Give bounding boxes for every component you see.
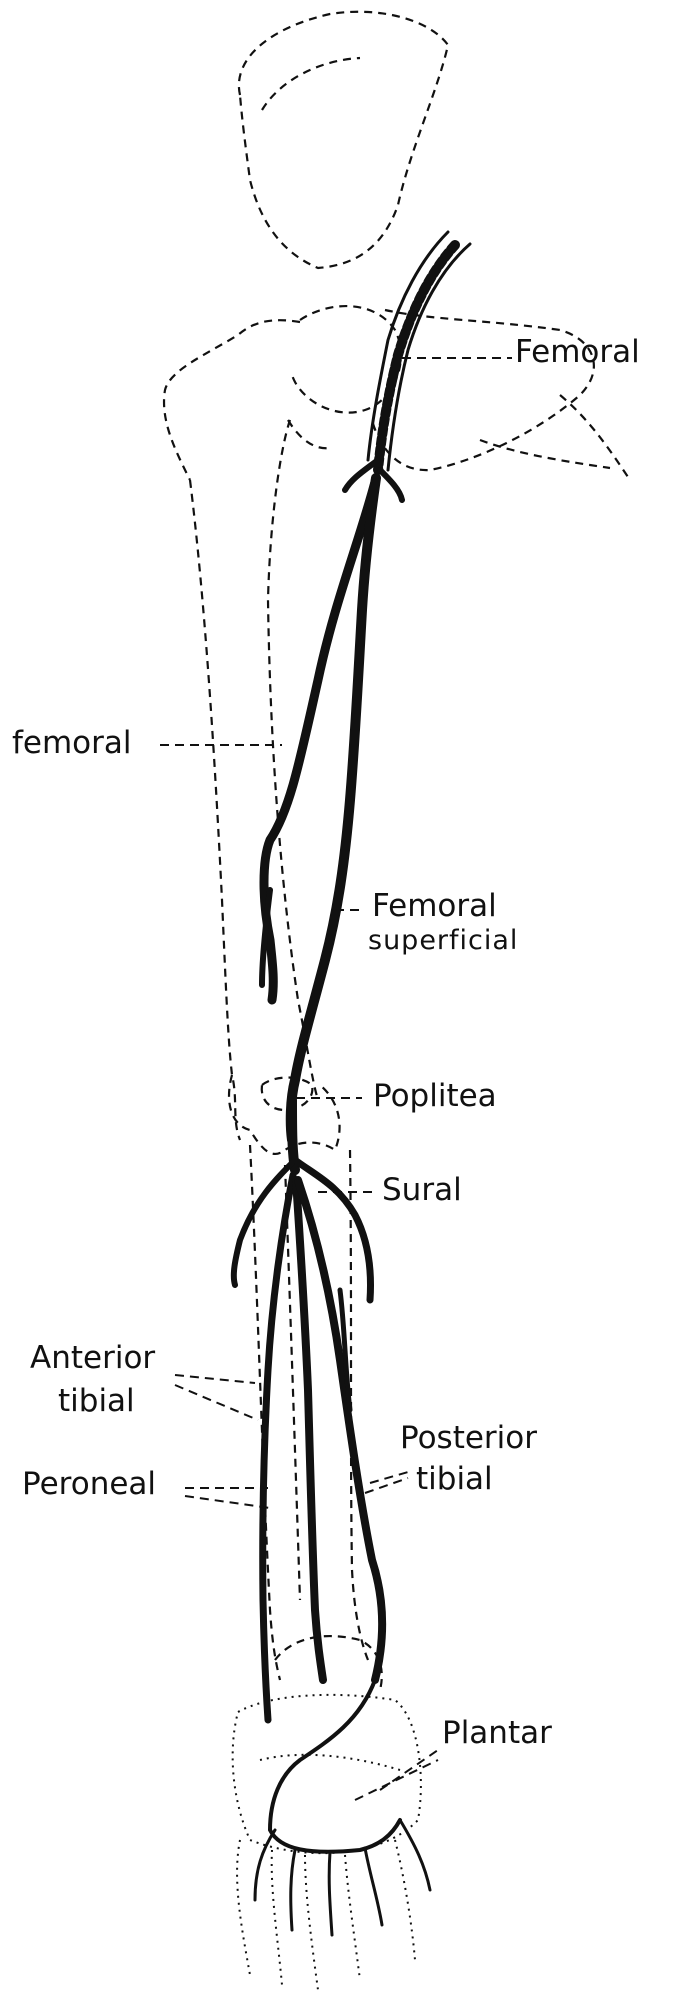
leader-anterior-1 [175, 1375, 255, 1383]
ilium-inner [262, 58, 360, 110]
ankle [275, 1636, 382, 1690]
label-anterior-tibial-line1: Anterior [30, 1342, 155, 1375]
label-plantar: Plantar [442, 1717, 552, 1750]
knee-outline [229, 1075, 340, 1154]
bone-outlines [164, 12, 630, 1690]
femur-lateral [190, 480, 240, 1140]
metatarsal-4 [345, 1855, 360, 1980]
superficial-femoral-artery [291, 478, 376, 1140]
sural-artery [295, 1160, 370, 1300]
metatarsal-5 [395, 1840, 415, 1960]
metatarsal-1 [237, 1840, 250, 1975]
ilium-outline [239, 12, 448, 268]
label-sural: Sural [382, 1174, 462, 1207]
label-deep-femoral: femoral [12, 727, 132, 760]
lesser-trochanter [288, 420, 330, 448]
label-femoral-superficial-line1: Femoral [372, 890, 497, 923]
common-femoral-artery-core [378, 245, 455, 470]
label-femoral-superficial-line2: superficial [368, 927, 518, 955]
plantar-toe-3 [329, 1852, 332, 1935]
leader-anterior-2 [175, 1385, 258, 1420]
plantar-toe-4 [365, 1848, 382, 1925]
pubic-ramus [480, 440, 610, 468]
label-anterior-tibial-line2: tibial [58, 1385, 135, 1418]
plantar-toe-2 [291, 1850, 295, 1930]
label-femoral: Femoral [515, 336, 640, 369]
label-posterior-tibial-line1: Posterior [400, 1422, 537, 1455]
tarsal-cross [260, 1755, 400, 1770]
label-posterior-tibial-line2: tibial [416, 1463, 493, 1496]
metatarsal-3 [305, 1855, 318, 1990]
leader-posterior-1 [370, 1472, 408, 1483]
leader-peroneal-2 [185, 1496, 270, 1508]
plantar-arch [270, 1680, 400, 1852]
metatarsal-2 [272, 1850, 282, 1985]
label-peroneal: Peroneal [22, 1468, 156, 1501]
label-poplitea: Poplitea [373, 1080, 497, 1113]
circumflex-branch-right [380, 470, 402, 500]
plantar-toe-5 [400, 1820, 430, 1890]
ischium-outline [560, 395, 630, 480]
leader-plantar-2 [355, 1760, 438, 1800]
leader-posterior-2 [365, 1478, 408, 1493]
greater-trochanter [164, 320, 300, 480]
